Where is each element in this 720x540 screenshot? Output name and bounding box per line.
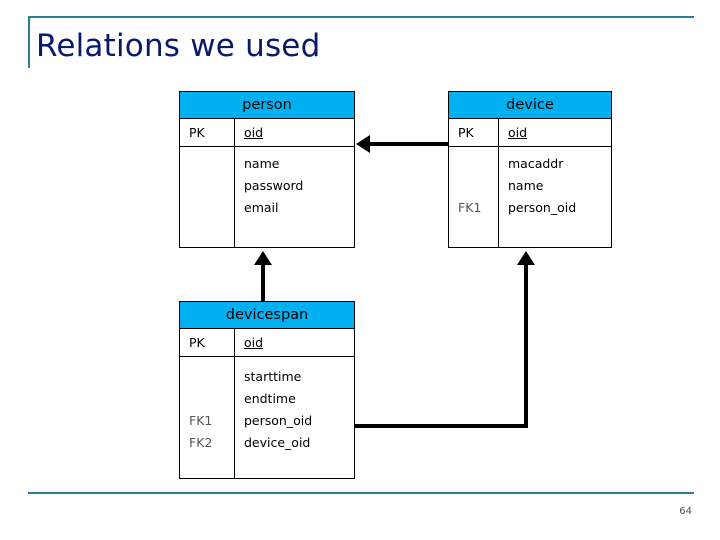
fk-label: FK1 [189,413,213,428]
attribute-row: password [244,178,304,193]
entity-devicespan-pk-attr: oid [244,335,264,350]
attribute-row: person_oid [244,413,313,428]
connector-devicespan-to-person [261,265,265,302]
entity-devicespan-key-column: FK1 FK2 [180,357,235,478]
entity-device-pk-label: PK [449,119,499,146]
entity-device-body: FK1 macaddr name person_oid [449,147,611,247]
arrow-head-devicespan-to-device [517,251,535,265]
entity-devicespan-pk-row: PK oid [180,329,354,357]
fk-label: FK2 [189,435,213,450]
entity-device: device PK oid FK1 macaddr name person_oi… [448,91,612,248]
slide-accent-top-rule [28,16,694,18]
attribute-row: device_oid [244,435,311,450]
entity-device-title: device [449,92,611,119]
entity-person-attributes: name password email [235,147,354,247]
entity-devicespan-title: devicespan [180,302,354,329]
attribute-row: name [244,156,280,171]
entity-device-key-column: FK1 [449,147,499,247]
entity-device-pk-attr: oid [508,125,528,140]
connector-devicespan-to-device-horizontal [355,424,528,428]
arrow-head-device-to-person [356,135,370,153]
attribute-row: starttime [244,369,302,384]
connector-devicespan-to-device-vertical [524,265,528,428]
attribute-row: endtime [244,391,296,406]
attribute-row: person_oid [508,200,577,215]
attribute-row: name [508,178,544,193]
entity-devicespan: devicespan PK oid FK1 FK2 starttime endt… [179,301,355,479]
slide-accent-bottom-rule [28,492,694,494]
attribute-row: macaddr [508,156,564,171]
arrow-head-devicespan-to-person [254,251,272,265]
entity-device-pk-row: PK oid [449,119,611,147]
entity-person-pk-row: PK oid [180,119,354,147]
page-title: Relations we used [36,28,321,64]
entity-person-pk-attr: oid [244,125,264,140]
entity-person-key-column [180,147,235,247]
entity-person: person PK oid name password email [179,91,355,248]
fk-label-group: FK1 FK2 [189,410,234,454]
entity-person-body: name password email [180,147,354,247]
entity-person-pk-label: PK [180,119,235,146]
slide-number: 64 [679,506,692,517]
attribute-row: email [244,200,279,215]
slide-accent-left-rule [28,16,30,68]
fk-label: FK1 [458,200,482,215]
connector-device-to-person [370,142,448,146]
entity-device-attributes: macaddr name person_oid [499,147,611,247]
entity-person-title: person [180,92,354,119]
entity-devicespan-body: FK1 FK2 starttime endtime person_oid dev… [180,357,354,478]
entity-devicespan-attributes: starttime endtime person_oid device_oid [235,357,354,478]
entity-devicespan-pk-label: PK [180,329,235,356]
